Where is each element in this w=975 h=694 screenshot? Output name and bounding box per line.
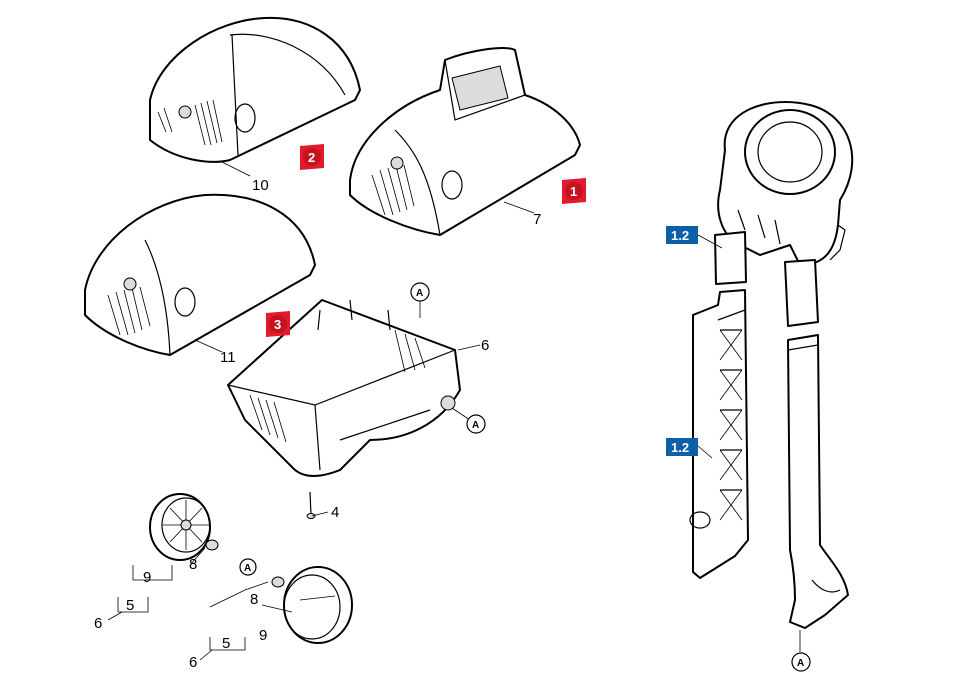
callout-front-part-8: 8 <box>250 591 258 608</box>
wheel-front[interactable] <box>271 566 353 644</box>
callout-part-10: 10 <box>252 177 269 194</box>
vent-grille <box>157 99 223 146</box>
cover-part-11[interactable] <box>84 193 316 356</box>
callout-part-4: 4 <box>331 504 339 521</box>
callout-rear-part-8: 8 <box>189 556 197 573</box>
callout-front-part-9: 9 <box>259 627 267 644</box>
callout-rear-part-6: 6 <box>94 615 102 632</box>
variant-badge-1: 1 <box>562 178 586 204</box>
base-housing-part-6[interactable] <box>227 299 461 477</box>
handle-bracket-left[interactable] <box>714 231 747 285</box>
variant-badge-3: 3 <box>266 311 290 337</box>
svg-text:A: A <box>472 420 479 431</box>
callout-rear-part-5: 5 <box>126 597 134 614</box>
housing-ribs <box>249 329 426 443</box>
wheel-rear[interactable] <box>149 493 219 561</box>
handle-tube[interactable] <box>787 334 849 629</box>
svg-text:A: A <box>797 658 804 669</box>
svg-text:A: A <box>244 563 251 574</box>
callout-rear-part-9: 9 <box>143 569 151 586</box>
callout-part-11: 11 <box>220 349 236 366</box>
handle-top-grip[interactable] <box>717 101 854 266</box>
svg-text:1.2: 1.2 <box>671 228 689 243</box>
vent-grille <box>371 164 415 216</box>
svg-text:1.2: 1.2 <box>671 440 689 455</box>
cover-part-10[interactable] <box>149 16 361 163</box>
reference-mark-a-4: A <box>791 652 811 672</box>
cover-part-7[interactable] <box>349 47 581 236</box>
svg-text:3: 3 <box>274 317 281 332</box>
vent-grille <box>107 286 151 336</box>
reference-mark-a-1: A <box>410 282 430 302</box>
reference-mark-a-2: A <box>466 414 486 434</box>
callout-part-7: 7 <box>533 211 541 228</box>
leader-lines <box>107 161 801 661</box>
variant-badge-2: 2 <box>300 144 324 170</box>
svg-text:2: 2 <box>308 150 315 165</box>
handle-strut-1-2[interactable] <box>689 289 749 579</box>
handle-label-upper: 1.2 <box>666 226 698 244</box>
svg-text:1: 1 <box>570 184 577 199</box>
svg-text:A: A <box>416 288 423 299</box>
callout-front-part-6: 6 <box>189 654 197 671</box>
reference-mark-a-3: A <box>239 558 257 576</box>
handle-bracket-right[interactable] <box>784 259 819 327</box>
callout-front-part-5: 5 <box>222 635 230 652</box>
handle-label-lower: 1.2 <box>666 438 698 456</box>
screw-part-4[interactable] <box>306 491 316 519</box>
callout-part-6-housing: 6 <box>481 337 489 354</box>
